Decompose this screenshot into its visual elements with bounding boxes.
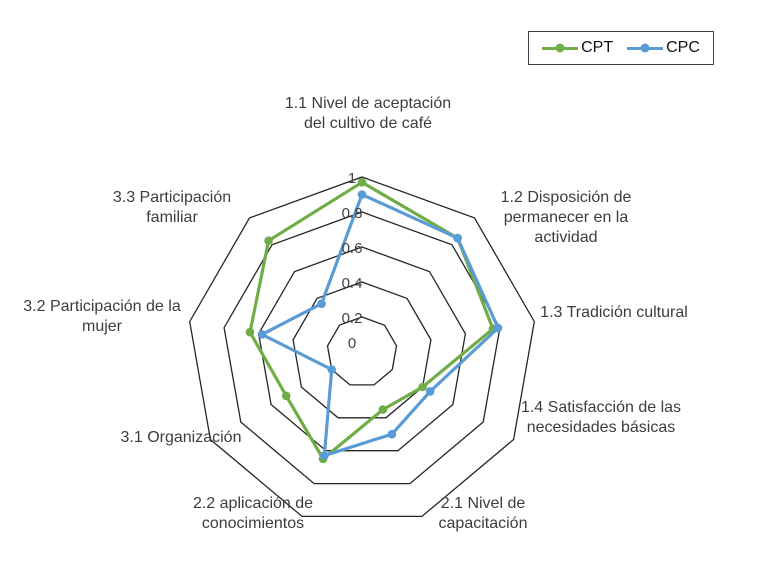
radar-series-cpc <box>260 192 500 458</box>
chart-legend: CPT CPC <box>528 31 714 65</box>
legend-entry-cpc: CPC <box>627 39 700 57</box>
data-point-marker-cpt <box>357 178 367 187</box>
axis-label: 3.2 Participación de la mujer <box>23 298 181 335</box>
data-point-marker-cpt <box>281 391 291 401</box>
axis-label: 1.3 Tradición cultural <box>540 304 688 321</box>
radar-grid-ring <box>326 316 398 386</box>
legend-line-cpt <box>542 43 579 53</box>
radar-grid-ring <box>292 281 432 419</box>
axis-label: 2.1 Nivel de capacitación <box>438 495 528 532</box>
data-point-marker-cpt <box>264 236 273 245</box>
axis-label: 1.4 Satisfacción de las necesidades bási… <box>520 399 682 436</box>
axis-label: 3.3 Participación familiar <box>112 189 232 226</box>
data-point-marker-cpt <box>245 327 255 337</box>
axis-label: 2.2 aplicación de conocimientos <box>192 495 314 532</box>
legend-marker-cpc-icon <box>640 43 650 53</box>
data-point-marker-cpc <box>453 233 462 243</box>
data-point-marker-cpt <box>418 382 427 392</box>
axis-label: 1.1 Nivel de aceptación del cultivo de c… <box>284 95 452 132</box>
data-point-marker-cpc <box>257 330 267 339</box>
data-point-marker-cpc <box>493 323 503 333</box>
axis-label: 1.2 Disposición de permanecer en la acti… <box>500 189 632 246</box>
radar-grid-ring <box>257 246 467 452</box>
radial-tick-label: 0.2 <box>342 310 363 327</box>
radial-tick-label: 0.8 <box>342 205 363 222</box>
data-point-marker-cpt <box>378 405 388 414</box>
radial-tick-label: 0 <box>348 335 356 352</box>
legend-marker-cpt-icon <box>555 43 565 53</box>
legend-label-cpc: CPC <box>666 39 700 56</box>
axis-label: 3.1 Organización <box>120 429 242 446</box>
legend-line-cpc <box>627 43 664 53</box>
data-point-marker-cpc <box>387 429 397 439</box>
radar-series-cpt <box>248 180 495 461</box>
legend-label-cpt: CPT <box>581 39 614 56</box>
data-point-marker-cpc <box>357 190 367 199</box>
legend-entry-cpt: CPT <box>542 39 613 57</box>
data-point-marker-cpc <box>327 365 337 374</box>
data-point-marker-cpc <box>320 451 329 460</box>
radial-tick-label: 0.6 <box>342 240 363 257</box>
data-point-marker-cpc <box>425 387 435 396</box>
radar-grid-ring <box>189 176 535 518</box>
radial-tick-label: 1 <box>348 170 356 187</box>
data-point-marker-cpc <box>317 299 326 309</box>
radial-tick-label: 0.4 <box>342 275 363 292</box>
